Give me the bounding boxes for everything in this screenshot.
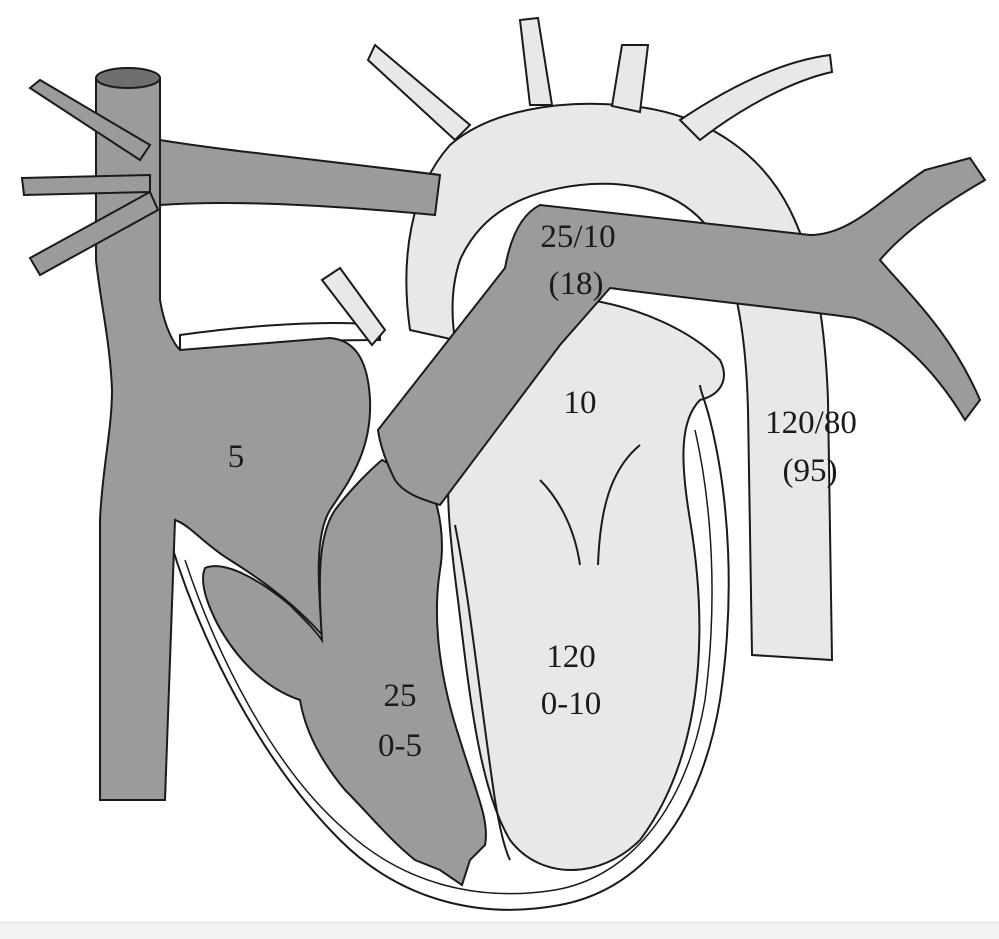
pulmonary-artery-pressure-label: 25/10 (540, 219, 615, 255)
left-ventricle-diastolic-label: 0-10 (541, 686, 602, 722)
right-ventricle-diastolic-label: 0-5 (378, 728, 422, 764)
right-atrium-pressure-label: 5 (228, 439, 245, 475)
vein-branch-middle (22, 175, 150, 195)
aortic-branch-left (368, 45, 470, 140)
aorta-pressure-label: 120/80 (765, 405, 857, 441)
pulmonary-artery-mean-label: (18) (549, 266, 604, 302)
aortic-branch-right (680, 55, 832, 140)
right-ventricle-systolic-label: 25 (384, 678, 417, 714)
pulmonary-branch-left (160, 140, 440, 215)
aorta-mean-label: (95) (783, 453, 838, 489)
left-ventricle-systolic-label: 120 (546, 639, 596, 675)
superior-vena-cava-opening (96, 68, 160, 88)
aortic-branch-inner (612, 45, 648, 112)
bottom-band (0, 922, 999, 939)
left-atrium-pressure-label: 10 (564, 385, 597, 421)
aortic-branch-middle (520, 18, 552, 105)
